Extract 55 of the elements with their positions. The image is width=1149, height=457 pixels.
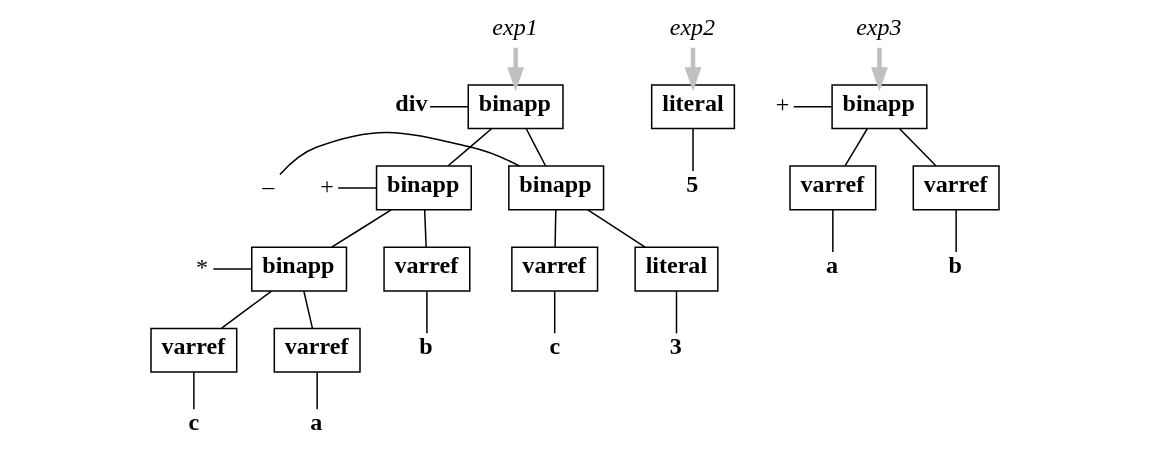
- connector: [792, 105, 833, 108]
- connector: [553, 209, 557, 248]
- node-box: binapp: [250, 246, 347, 292]
- node-text: exp2: [669, 14, 715, 40]
- node-text: +: [319, 172, 334, 199]
- node-text: b: [418, 333, 433, 360]
- connector: [212, 268, 252, 270]
- connector: [691, 128, 694, 172]
- arrow: [870, 47, 888, 92]
- node-box: binapp: [507, 165, 604, 211]
- node-box: varref: [273, 327, 361, 373]
- connector: [330, 209, 392, 248]
- node-text: +: [775, 91, 789, 118]
- connector: [220, 290, 272, 329]
- node-text: exp1: [491, 14, 538, 40]
- connector: [336, 187, 377, 189]
- connector: [586, 209, 646, 248]
- connector: [954, 209, 957, 253]
- connector: [278, 131, 520, 176]
- connector: [675, 290, 677, 335]
- node-box: varref: [788, 165, 876, 211]
- connector: [315, 371, 318, 411]
- node-text: exp3: [855, 14, 902, 40]
- node-box: varref: [912, 165, 1000, 211]
- connector: [525, 128, 546, 167]
- node-text: *: [195, 253, 208, 280]
- node-text: c: [548, 333, 560, 360]
- node-box: binapp: [830, 84, 928, 130]
- node-text: a: [309, 409, 322, 436]
- node-text: a: [825, 252, 838, 279]
- node-box: varref: [149, 327, 237, 373]
- connector: [302, 290, 313, 329]
- connector: [425, 290, 428, 335]
- connector: [423, 209, 427, 248]
- node-box: varref: [382, 246, 470, 292]
- connector: [843, 128, 868, 167]
- connector: [831, 209, 834, 253]
- node-text: c: [188, 409, 199, 436]
- node-box: literal: [633, 246, 719, 292]
- node-text: div: [394, 89, 427, 116]
- arrow: [684, 47, 701, 92]
- node-text: 5: [685, 171, 698, 198]
- connector: [192, 371, 195, 411]
- node-text: b: [948, 252, 962, 279]
- node-box: literal: [650, 84, 735, 130]
- connector: [553, 290, 555, 335]
- node-text: 3: [669, 333, 682, 360]
- arrow: [506, 47, 524, 92]
- connector: [446, 128, 492, 167]
- node-box: binapp: [375, 165, 472, 211]
- connector: [898, 128, 937, 167]
- node-box: binapp: [467, 84, 564, 130]
- node-box: varref: [510, 246, 598, 292]
- node-text: –: [261, 172, 274, 199]
- connector: [428, 105, 469, 108]
